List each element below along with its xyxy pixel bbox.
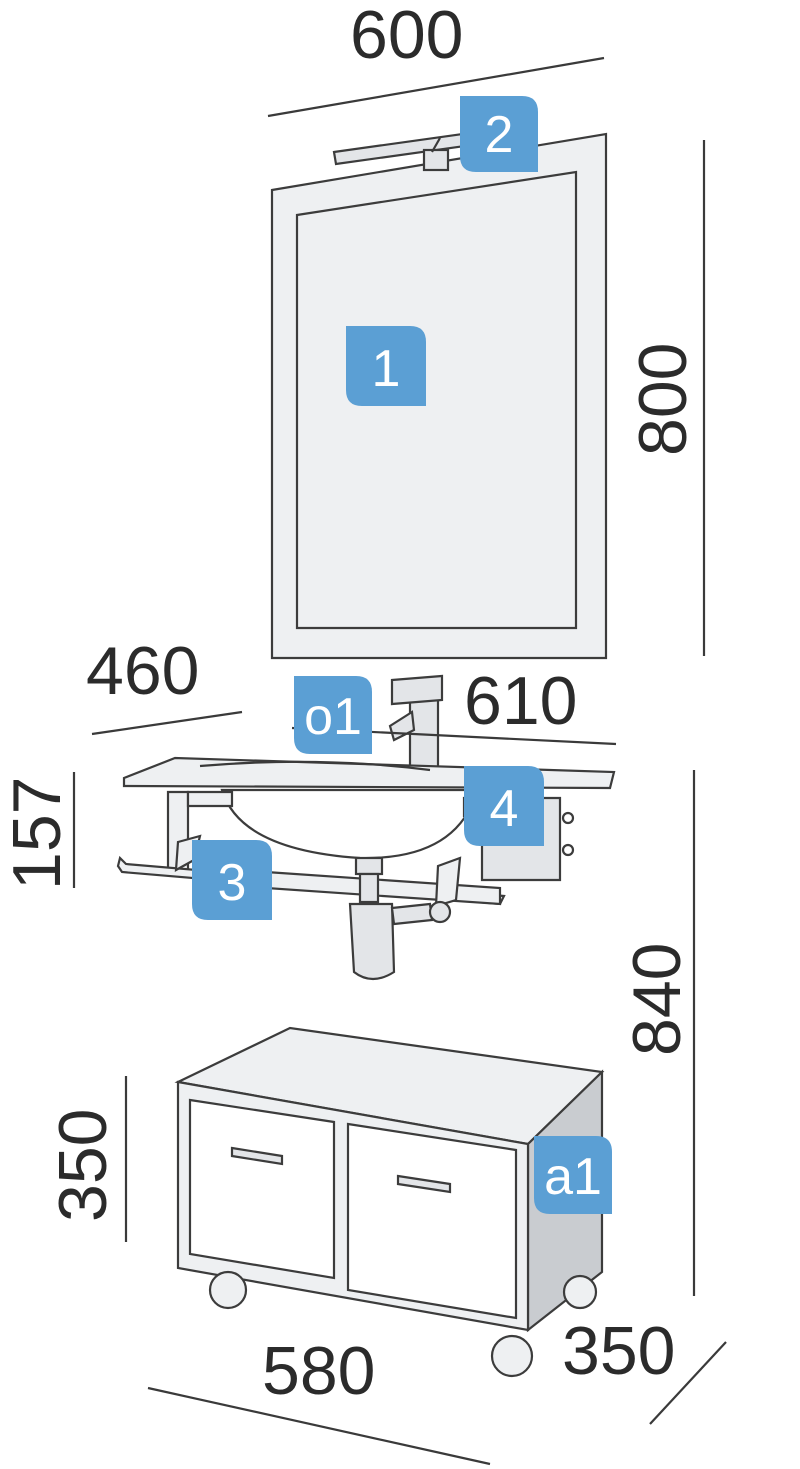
svg-text:o1: o1 xyxy=(304,688,362,746)
badge-mirror: 1 xyxy=(346,326,426,406)
mirror-height-label: 800 xyxy=(625,343,701,456)
svg-text:4: 4 xyxy=(490,780,519,838)
mirror-width-line xyxy=(267,56,605,118)
dimension-lines xyxy=(72,56,727,1466)
badge-towel-bar: 3 xyxy=(192,840,272,920)
svg-text:2: 2 xyxy=(485,106,514,164)
cabinet-height-label: 350 xyxy=(45,1109,121,1222)
badge-faucet: o1 xyxy=(294,676,372,754)
dimension-labels: 600 800 460 610 157 840 350 580 350 xyxy=(0,0,701,1409)
basin-depth-line xyxy=(91,710,243,736)
cabinet-width-line xyxy=(147,1386,491,1466)
badge-cabinet: a1 xyxy=(534,1136,612,1214)
cabinet-depth-label: 350 xyxy=(562,1313,675,1389)
badge-lamp: 2 xyxy=(460,96,538,172)
badge-basin: 4 xyxy=(464,766,544,846)
cabinet-depth-line xyxy=(649,1341,727,1425)
basin-height-label: 157 xyxy=(0,777,75,890)
part-badges: 1 2 o1 4 3 a1 xyxy=(192,96,612,1214)
faucet xyxy=(388,674,444,770)
svg-text:3: 3 xyxy=(218,854,247,912)
svg-text:1: 1 xyxy=(372,340,401,398)
basin-width-label: 610 xyxy=(464,663,577,739)
install-height-label: 840 xyxy=(619,943,695,1056)
basin-depth-label: 460 xyxy=(86,633,199,709)
mirror xyxy=(270,132,608,660)
mirror-width-label: 600 xyxy=(350,0,463,73)
cabinet-width-label: 580 xyxy=(262,1333,375,1409)
svg-text:a1: a1 xyxy=(544,1148,602,1206)
cabinet xyxy=(174,1026,605,1378)
